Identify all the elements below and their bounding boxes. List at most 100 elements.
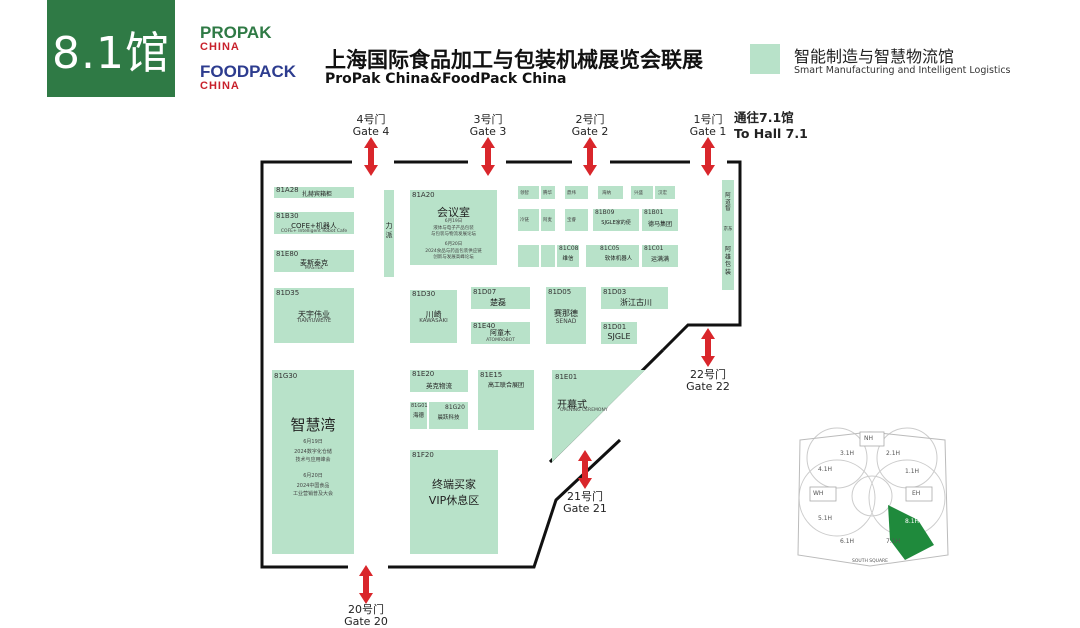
booth-id: 81G20 xyxy=(445,404,465,411)
booth-81e01 xyxy=(552,370,645,462)
booth-event: 创新与发展高峰论坛 xyxy=(433,255,474,260)
minimap-nh: NH xyxy=(864,435,873,442)
booth-81d01 xyxy=(601,322,637,344)
booth-81a20 xyxy=(410,190,497,265)
booth-subtitle: MASTEK xyxy=(304,266,324,271)
booth-name: 力 派 xyxy=(385,222,393,239)
minimap-5-1h: 5.1H xyxy=(818,515,833,522)
booth-81c05 xyxy=(598,245,639,267)
booth-id: 81D30 xyxy=(412,290,436,298)
gate-arrows xyxy=(359,137,715,604)
booth-name: 汉宏 xyxy=(658,191,667,196)
booth-name: 晨跃科技 xyxy=(437,415,460,421)
page-subtitle: ProPak China&FoodPack China xyxy=(325,71,567,87)
booth-name: COFE+机器人 xyxy=(291,222,337,230)
booth-name: 扎赫宾箱柜 xyxy=(302,191,333,198)
booth-name: 海纳 xyxy=(602,191,611,196)
booth-name: 英克物流 xyxy=(426,382,452,390)
booth-81d35 xyxy=(274,288,354,343)
booth-name: 领智 xyxy=(520,191,529,196)
booth-right-strip xyxy=(722,180,734,290)
booth-name: 高工联合展团 xyxy=(487,382,524,389)
gate-2-arrow xyxy=(583,137,597,176)
booth-id: 81D05 xyxy=(548,288,572,296)
booth-name: 川崎 xyxy=(425,310,442,319)
hall-walls xyxy=(260,160,742,569)
booth-name: 运满满 xyxy=(650,256,669,263)
booth-id: 81E20 xyxy=(412,370,435,378)
booth-name: 阿童木 xyxy=(490,329,511,337)
booth-name: 阿 雄 包 装 xyxy=(724,246,731,276)
booth-event: 2024数字化仓储 xyxy=(294,449,332,455)
booth-name: SJGLE xyxy=(607,332,631,341)
booth-name: 宝睿 xyxy=(567,218,576,223)
booth-id: 81D01 xyxy=(603,323,627,331)
booth-id: 81E80 xyxy=(276,250,299,258)
booth-81f20 xyxy=(410,450,498,554)
propak-logo-china: CHINA xyxy=(200,41,240,53)
booth-event: 与包装与物流发展论坛 xyxy=(431,232,476,237)
booth-81d07 xyxy=(471,287,530,309)
booth-id: 81G01 xyxy=(411,403,428,409)
booth-name: 会议室 xyxy=(437,206,470,219)
foodpack-logo: FOODPACK xyxy=(200,62,297,81)
booth-id: 81G30 xyxy=(274,372,298,380)
gate-20-arrow xyxy=(359,565,373,604)
booth-name: 浙江古川 xyxy=(620,298,652,307)
page-title: 上海国际食品加工与包装机械展览会联展 xyxy=(325,48,703,72)
booth-name: 德马集团 xyxy=(647,221,672,228)
booth-id: 81C01 xyxy=(644,245,664,252)
booth-id: 81B30 xyxy=(276,212,299,220)
booth-date: 6月19日 xyxy=(303,439,323,445)
booth-id: 81D03 xyxy=(603,288,627,296)
booth-date: 6月19日 xyxy=(444,219,463,224)
booth-81b30 xyxy=(274,212,354,234)
booth-81a28 xyxy=(274,187,354,198)
minimap-8-1h: 8.1H xyxy=(905,518,920,525)
booth-id: 81D35 xyxy=(276,289,300,297)
gate-1-arrow xyxy=(701,137,715,176)
location-minimap xyxy=(797,427,949,567)
booth-date: 6月20日 xyxy=(444,242,463,247)
booth-id: 81B01 xyxy=(644,209,664,216)
gate-3-arrow xyxy=(481,137,495,176)
booth-81g20 xyxy=(429,402,468,429)
booth-name: 楚磊 xyxy=(490,298,506,307)
booth-name: VIP休息区 xyxy=(428,494,480,507)
booth-event: 2024食品与药品包装供应链 xyxy=(425,249,482,254)
minimap-7-1h: 7.1H xyxy=(886,538,901,545)
booth-subtitle: SENAD xyxy=(555,318,577,325)
booth-81c01 xyxy=(642,245,678,267)
gate-21-arrow xyxy=(578,450,592,489)
booth-event: 工业营销普及大会 xyxy=(292,491,333,497)
booth-id: 81E15 xyxy=(480,371,503,379)
booth-id: 81B09 xyxy=(595,209,615,216)
booth-name: 终端买家 xyxy=(432,478,476,491)
booth-date: 6月20日 xyxy=(303,473,323,479)
hall-badge: 8.1馆 xyxy=(47,0,175,97)
booth-name: 海德 xyxy=(412,413,424,419)
booth-id: 81F20 xyxy=(412,451,434,459)
propak-logo: PROPAK xyxy=(200,23,272,42)
booths xyxy=(272,180,734,554)
minimap-4-1h: 4.1H xyxy=(818,466,833,473)
booth-event: 液体与电子产品包装 xyxy=(433,226,474,231)
booth-name: 阿麦 xyxy=(543,218,552,223)
booth-event: 技术与应用峰会 xyxy=(295,457,331,463)
booth-subtitle: KAWASAKI xyxy=(419,318,448,324)
booth-81c08 xyxy=(557,245,579,267)
booth-id: 81C05 xyxy=(600,245,620,252)
booth-81g01 xyxy=(410,402,427,429)
legend-swatch xyxy=(750,44,780,74)
booth-81b01 xyxy=(642,209,678,231)
booth-81e20 xyxy=(410,370,468,392)
booth-subtitle: COFE+ Intelligent Robot Cafe xyxy=(280,229,348,234)
booth-name: SJGLE家的便 xyxy=(601,220,631,226)
legend-label-en: Smart Manufacturing and Intelligent Logi… xyxy=(794,65,1011,76)
booth-id: 81A20 xyxy=(412,191,435,199)
